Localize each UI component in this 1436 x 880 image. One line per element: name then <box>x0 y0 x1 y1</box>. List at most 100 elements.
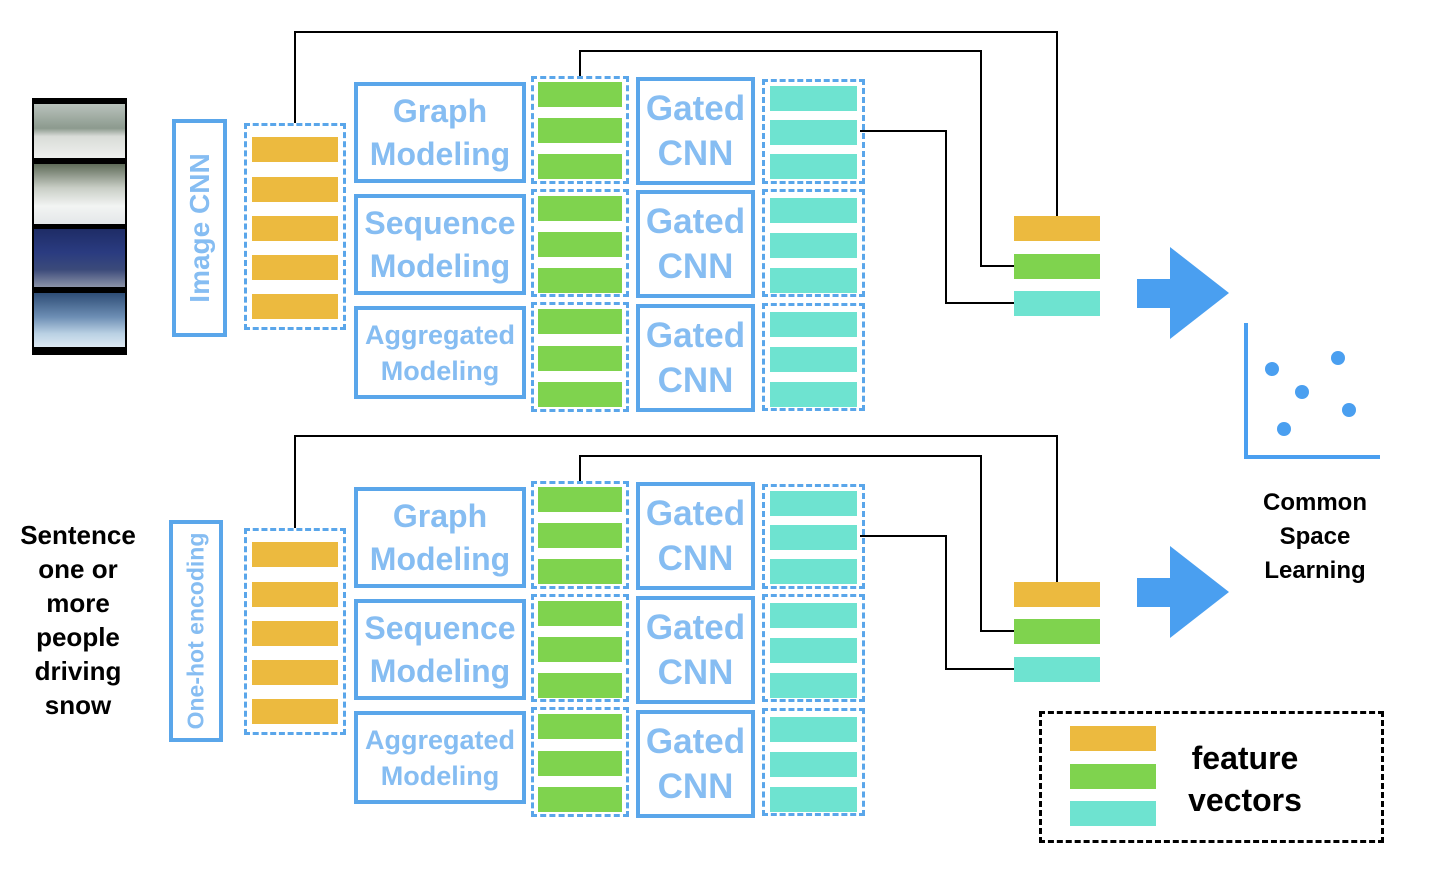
sentence-line: snow <box>44 690 112 720</box>
module-label-line: Modeling <box>369 540 511 577</box>
module-label-line: Aggregated <box>364 724 516 755</box>
module-label-line: Modeling <box>369 247 511 284</box>
module-label-line: Modeling <box>369 135 511 172</box>
feature-bar <box>770 86 857 111</box>
video-frame-3 <box>34 229 125 287</box>
feature-bar <box>770 638 857 663</box>
feature-bar <box>252 294 338 319</box>
feature-bar <box>770 717 857 742</box>
gated-label-line: Gated <box>645 494 746 533</box>
feature-bar <box>252 621 338 646</box>
common-space-line: Learning <box>1264 557 1366 584</box>
bottom-cyan-skip-line <box>860 535 1014 670</box>
one-hot-encoding-box <box>169 520 223 742</box>
sentence-line: more <box>46 588 110 618</box>
top-encoder-features <box>244 123 346 330</box>
video-frames <box>32 98 127 355</box>
feature-bar <box>538 714 622 739</box>
feature-bar <box>538 382 622 407</box>
gated-label-line: CNN <box>657 247 734 286</box>
bottom-output-orange <box>1014 582 1100 607</box>
feature-bar <box>770 233 857 258</box>
feature-bar <box>538 673 622 698</box>
common-space-label: Common Space Learning <box>1240 486 1390 588</box>
feature-bar <box>770 787 857 812</box>
feature-bar <box>770 347 857 372</box>
bottom-green-skip-line <box>579 455 1014 632</box>
image-cnn-label: Image CNN <box>184 153 215 303</box>
one-hot-encoding-label: One-hot encoding <box>182 532 209 730</box>
bottom-encoder-features <box>244 528 346 735</box>
feature-bar <box>770 198 857 223</box>
feature-bar <box>538 82 622 107</box>
gated-features <box>762 303 865 411</box>
module-label-line: Modeling <box>380 760 500 791</box>
gated-label-line: Gated <box>645 316 746 355</box>
common-space-line: Space <box>1279 523 1351 550</box>
legend-swatch-cyan <box>1070 801 1156 826</box>
feature-bar <box>252 542 338 567</box>
top-orange-skip-line <box>294 31 1058 216</box>
sentence-line: driving <box>34 656 122 686</box>
feature-bar <box>252 216 338 241</box>
input-sentence: Sentence one or more people driving snow <box>8 518 148 722</box>
top-output-green <box>1014 254 1100 279</box>
feature-bar <box>770 120 857 145</box>
top-cyan-skip-line <box>860 130 1014 304</box>
module-label-line: Modeling <box>380 355 500 386</box>
feature-bar <box>770 525 857 550</box>
sentence-line: people <box>36 622 120 652</box>
sequence-features <box>531 189 629 297</box>
module-label-line: Graph <box>392 497 488 534</box>
feature-bar <box>538 118 622 143</box>
sentence-line: Sentence <box>20 520 136 550</box>
common-space-line: Common <box>1263 489 1367 516</box>
feature-bar <box>538 787 622 812</box>
feature-bar <box>770 312 857 337</box>
gated-features <box>762 79 865 184</box>
bottom-output-green <box>1014 619 1100 644</box>
gated-label-line: CNN <box>657 653 734 692</box>
image-cnn-box <box>172 119 227 337</box>
bottom-output-cyan <box>1014 657 1100 682</box>
graph-features <box>531 76 629 184</box>
feature-bar <box>770 603 857 628</box>
feature-bar <box>538 309 622 334</box>
feature-bar <box>770 491 857 516</box>
legend-line: vectors <box>1188 782 1302 818</box>
feature-bar <box>770 382 857 407</box>
feature-bar <box>538 232 622 257</box>
module-label-line: Aggregated <box>364 319 516 350</box>
feature-bar <box>538 523 622 548</box>
gated-label-line: Gated <box>645 722 746 761</box>
top-output-cyan <box>1014 291 1100 316</box>
video-frame-1 <box>34 104 125 158</box>
module-label-line: Modeling <box>369 652 511 689</box>
feature-bar <box>770 673 857 698</box>
legend-line: feature <box>1191 740 1299 776</box>
feature-bar <box>252 137 338 162</box>
legend-label: feature vectors <box>1170 737 1320 821</box>
feature-bar <box>538 196 622 221</box>
feature-bar <box>538 268 622 293</box>
aggregated-features <box>531 302 629 412</box>
feature-bar <box>538 559 622 584</box>
video-frame-4 <box>34 293 125 347</box>
gated-label-line: Gated <box>645 608 746 647</box>
feature-bar <box>252 582 338 607</box>
gated-features <box>762 189 865 297</box>
gated-label-line: CNN <box>657 361 734 400</box>
feature-bar <box>538 154 622 179</box>
sentence-line: one or <box>38 554 118 584</box>
feature-bar <box>538 487 622 512</box>
